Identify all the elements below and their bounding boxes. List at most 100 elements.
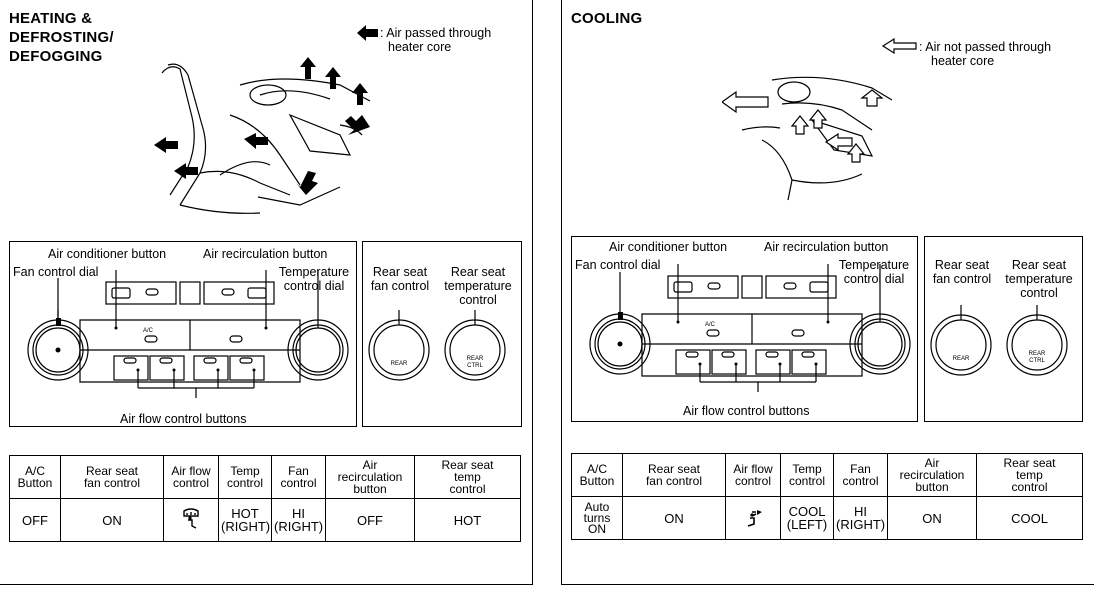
header-af-l2: control bbox=[172, 476, 210, 490]
header-ac-l2: Button bbox=[17, 476, 53, 490]
rear-fan-label: Rear seat fan control bbox=[363, 265, 437, 293]
v-t2: (RIGHT) bbox=[221, 519, 271, 534]
header-rt-l1: Rear seat bbox=[441, 458, 494, 472]
floor-defrost-icon bbox=[183, 508, 199, 529]
cooling-panel: COOLING : Air not passed through heater … bbox=[561, 0, 1094, 585]
header-r-l3: button bbox=[353, 482, 387, 496]
value-ac-button: OFF bbox=[9, 498, 61, 542]
ac-button-label: Air conditioner button bbox=[48, 247, 167, 261]
cooling-title: COOLING bbox=[571, 9, 642, 28]
airflow-buttons-label: Air flow control buttons bbox=[683, 404, 810, 418]
ac-button-text: A/C bbox=[705, 322, 716, 328]
rear-dials-drawing: REAR REAR CTRL bbox=[930, 305, 1068, 376]
recirc-button-label: Air recirculation button bbox=[203, 247, 328, 261]
header-f-l1: Fan bbox=[288, 464, 309, 478]
v-rf: ON bbox=[664, 510, 684, 526]
v-r: ON bbox=[922, 510, 942, 526]
rear-temp-dial-text-2: CTRL bbox=[1029, 358, 1045, 364]
temp-dial-label-line-2: control dial bbox=[283, 279, 345, 293]
header-af-l1: Air flow bbox=[733, 462, 773, 476]
value-air-flow bbox=[725, 496, 781, 540]
value-temp: HOT(RIGHT) bbox=[218, 498, 272, 542]
v-t2: (LEFT) bbox=[786, 517, 828, 532]
header-af-l1: Air flow bbox=[171, 464, 211, 478]
heating-legend: : Air passed through heater core bbox=[380, 26, 491, 54]
v-ac1: Auto bbox=[584, 499, 610, 514]
header-rf-l1: Rear seat bbox=[647, 462, 701, 476]
header-rt-l1: Rear seat bbox=[1003, 456, 1056, 470]
header-t-l2: control bbox=[226, 476, 264, 490]
heating-title-line-3: DEFOGGING bbox=[9, 48, 103, 65]
v-ac: OFF bbox=[22, 512, 48, 528]
header-t-l1: Temp bbox=[792, 462, 822, 476]
header-r-l2: recirculation bbox=[337, 470, 403, 484]
header-rt-l3: control bbox=[1011, 480, 1048, 494]
value-fan: HI(RIGHT) bbox=[833, 496, 888, 540]
rear-temp-label: Rear seat temperature control bbox=[437, 265, 519, 307]
recirc-button-label: Air recirculation button bbox=[764, 240, 889, 254]
header-t-l1: Temp bbox=[230, 464, 260, 478]
temp-dial-label-line-2: control dial bbox=[843, 272, 905, 286]
ac-button-label: Air conditioner button bbox=[609, 240, 728, 254]
rear-fan-dial-text: REAR bbox=[391, 361, 408, 367]
header-ac-l2: Button bbox=[579, 474, 615, 488]
car-interior-illustration bbox=[154, 57, 371, 214]
value-recirc: OFF bbox=[325, 498, 415, 542]
temp-dial-label-line-1: Temperature bbox=[838, 258, 910, 272]
temp-dial-label-line-1: Temperature bbox=[278, 265, 350, 279]
v-ac3: ON bbox=[588, 521, 606, 536]
value-recirc: ON bbox=[887, 496, 977, 540]
rear-temp-dial-text-1: REAR bbox=[467, 356, 484, 362]
ac-button-text: A/C bbox=[143, 328, 154, 334]
header-ac-l1: A/C bbox=[24, 464, 45, 478]
rear-temp-label-line-2: temperature bbox=[1005, 272, 1073, 286]
temp-dial-label: Temperature control dial bbox=[832, 258, 916, 286]
header-af-l2: control bbox=[734, 474, 772, 488]
cooling-legend-line-1: : Air not passed through bbox=[919, 40, 1052, 54]
cooling-legend: : Air not passed through heater core bbox=[919, 40, 1051, 68]
v-ac2: turns bbox=[583, 510, 611, 525]
car-interior-illustration bbox=[722, 76, 893, 201]
header-rf-l2: fan control bbox=[83, 476, 141, 490]
rear-fan-label-line-2: fan control bbox=[932, 272, 992, 286]
header-rt-l2: temp bbox=[1016, 468, 1043, 482]
value-fan: HI(RIGHT) bbox=[271, 498, 326, 542]
v-rt: COOL bbox=[1011, 510, 1048, 526]
hollow-arrow-icon bbox=[882, 38, 917, 54]
header-ac-l1: A/C bbox=[586, 462, 607, 476]
value-rear-temp: HOT bbox=[414, 498, 521, 542]
solid-arrow-icon bbox=[357, 25, 378, 41]
temp-dial-label: Temperature control dial bbox=[272, 265, 356, 293]
front-control-panel-frame bbox=[9, 241, 357, 427]
heating-title-line-2: DEFROSTING/ bbox=[9, 29, 114, 46]
rear-control-panel-frame bbox=[362, 241, 522, 427]
front-control-panel-drawing: A/C bbox=[589, 264, 911, 392]
rear-temp-dial-text-2: CTRL bbox=[467, 363, 483, 369]
cooling-legend-line-2: heater core bbox=[931, 54, 995, 68]
rear-temp-label-line-3: control bbox=[459, 293, 497, 307]
value-temp: COOL(LEFT) bbox=[780, 496, 834, 540]
rear-temp-label-line-1: Rear seat bbox=[1011, 258, 1067, 272]
v-rt: HOT bbox=[453, 512, 482, 528]
header-rt-l2: temp bbox=[454, 470, 481, 484]
header-rf-l2: fan control bbox=[645, 474, 703, 488]
fan-dial-label: Fan control dial bbox=[13, 265, 99, 279]
v-f2: (RIGHT) bbox=[836, 517, 886, 532]
rear-temp-label-line-2: temperature bbox=[444, 279, 512, 293]
value-rear-fan: ON bbox=[60, 498, 164, 542]
front-control-panel-drawing: A/C bbox=[27, 270, 349, 398]
value-air-flow bbox=[163, 498, 219, 542]
